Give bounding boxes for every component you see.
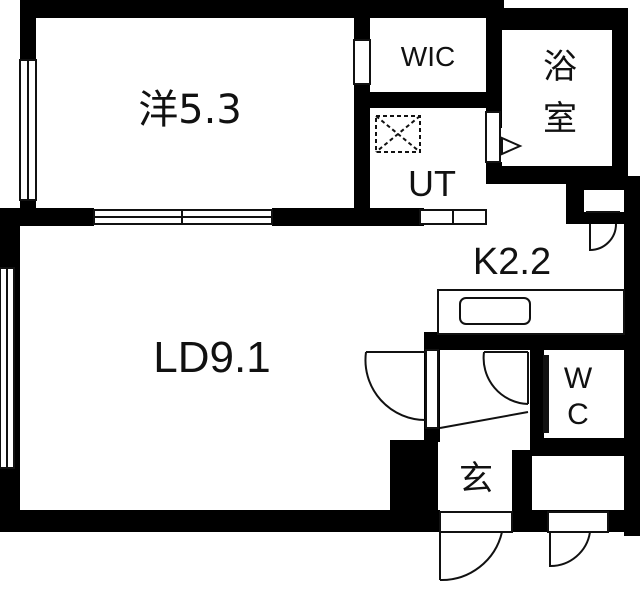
utility-label: UT (408, 163, 456, 204)
wall-wic-bottom (354, 92, 494, 108)
floor-ld (20, 226, 390, 510)
floor-western (36, 18, 354, 208)
floor-bath (502, 30, 612, 166)
bath-door (485, 111, 501, 163)
wall-top-right (500, 8, 628, 30)
wall-western-closet (354, 0, 370, 226)
floor-storage (584, 190, 624, 212)
entrance-label: 玄 (459, 459, 493, 499)
shoebox-door-arc (549, 531, 591, 568)
washer-pan-diag2 (375, 115, 421, 153)
wall-entrance-left-lower (390, 440, 438, 520)
wall-wic-right (486, 8, 502, 112)
wall-bath-right (612, 8, 628, 184)
floors (20, 18, 624, 510)
floor-wic (370, 18, 486, 92)
shoebox-opening (547, 511, 609, 533)
wall-top-left (22, 0, 370, 18)
wall-top-mid (362, 0, 504, 18)
entrance-door-arc (439, 531, 503, 582)
storage-door-arc (589, 223, 617, 252)
bathroom-label-line1: 浴 (543, 47, 577, 87)
western-room-label: 洋5.3 (138, 87, 242, 133)
toilet-label-line1: W (564, 362, 593, 395)
floor-ld-ext (390, 226, 424, 440)
wall-bottom-entrance (410, 510, 440, 532)
wall-east-right (624, 176, 640, 536)
wall-western-bottom-left (0, 208, 94, 226)
wall-wc-left (530, 340, 544, 444)
toilet-label-line2: C (567, 398, 589, 431)
wall-kitchen-bottom (424, 332, 624, 350)
kitchen-label: K2.2 (473, 241, 551, 283)
bath-door-arrow-icon (501, 136, 523, 156)
bathroom-label-line2: 室 (543, 99, 577, 139)
floor-shoebox (532, 456, 624, 510)
ld-door-jamb (425, 349, 439, 429)
entrance-door-opening (439, 511, 513, 533)
entrance-step-line (439, 411, 529, 429)
details (0, 39, 625, 582)
wc-door-arc (482, 351, 529, 405)
wic-door (353, 39, 371, 85)
wall-storage-top (566, 176, 626, 190)
living-dining-label: LD9.1 (153, 333, 270, 382)
wall-storage-bottom (566, 212, 626, 224)
wall-wc-bottom (530, 438, 626, 456)
wic-label: WIC (401, 41, 455, 72)
kitchen-sink (459, 297, 531, 325)
ld-door-arc (364, 351, 427, 422)
floor-entrance (438, 448, 512, 510)
washer-pan (375, 115, 421, 153)
wall-bottom-ld (0, 510, 414, 532)
wc-fixture (543, 355, 549, 433)
floor-wc (544, 350, 624, 438)
